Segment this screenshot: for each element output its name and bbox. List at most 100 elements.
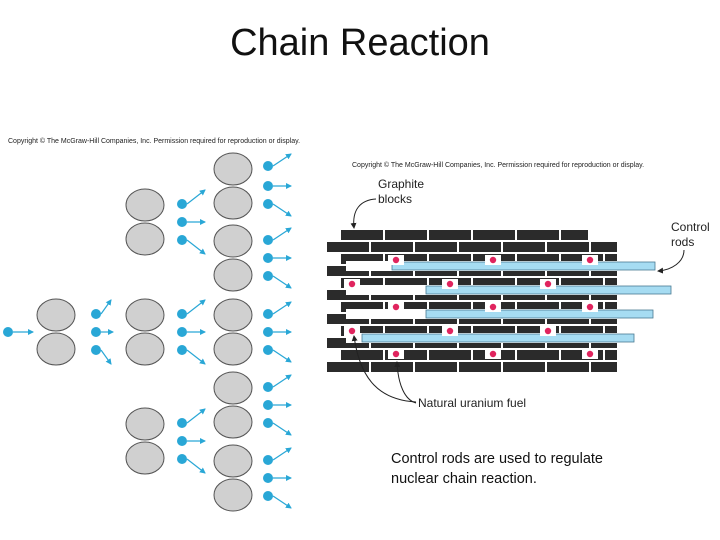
neutron-path-25 [272, 447, 292, 461]
neutron-16 [263, 235, 273, 245]
uranium-fuel-12 [392, 350, 400, 358]
neutron-7 [177, 309, 187, 319]
label-fuel: Natural uranium fuel [418, 396, 526, 410]
slide-caption: Control rods are used to regulate nuclea… [391, 449, 691, 489]
label-graphite-line2: blocks [378, 192, 412, 206]
left-figure-copyright: Copyright © The McGraw-Hill Companies, I… [8, 138, 301, 145]
graphite-block-3 [473, 230, 515, 240]
nucleus-top-half-5 [213, 224, 253, 258]
neutron-path-24 [272, 422, 292, 436]
neutron-3 [91, 345, 101, 355]
graphite-block-76 [327, 362, 369, 372]
neutron-15 [263, 199, 273, 209]
neutron-path-7 [186, 299, 206, 315]
uranium-fuel-5 [544, 280, 552, 288]
neutron-6 [177, 235, 187, 245]
nucleus-bottom-half-1 [125, 222, 165, 256]
neutron-12 [177, 454, 187, 464]
neutron-8 [177, 327, 187, 337]
neutron-26 [263, 473, 273, 483]
graphite-block-13 [341, 254, 383, 264]
graphite-block-14 [385, 254, 427, 264]
graphite-block-80 [503, 362, 545, 372]
neutron-path-4 [186, 189, 206, 205]
graphite-block-58 [473, 326, 515, 336]
nucleus-top-half-7 [213, 371, 253, 405]
nucleus-bottom-half-6 [213, 332, 253, 366]
neutron-path-1 [100, 299, 112, 315]
neutron-18 [263, 271, 273, 281]
graphite-block-41 [341, 302, 383, 312]
uranium-fuel-7 [489, 303, 497, 311]
neutron-19 [263, 309, 273, 319]
control-rod-3 [361, 333, 635, 343]
nucleus-bottom-half-7 [213, 405, 253, 439]
graphite-block-12 [591, 242, 617, 252]
graphite-block-59 [517, 326, 559, 336]
nucleus-top-half-8 [213, 444, 253, 478]
graphite-block-7 [371, 242, 413, 252]
nucleus-top-half-3 [125, 407, 165, 441]
graphite-block-69 [341, 350, 383, 360]
fuel-pointer-arrow-1 [351, 335, 417, 403]
neutron-14 [263, 181, 273, 191]
reactor-core-diagram [327, 230, 672, 372]
neutron-25 [263, 455, 273, 465]
graphite-block-60 [561, 326, 603, 336]
nucleus-bottom-half-5 [213, 258, 253, 292]
neutron-1 [91, 309, 101, 319]
graphite-block-27 [341, 278, 383, 288]
graphite-block-9 [459, 242, 501, 252]
caption-line-1: Control rods are used to regulate [391, 451, 603, 467]
nucleus-bottom-half-8 [213, 478, 253, 512]
label-control-line1: Control [671, 220, 710, 234]
nucleus-bottom-half-2 [125, 332, 165, 366]
nucleus-bottom-half-0 [36, 332, 76, 366]
graphite-block-70 [385, 350, 427, 360]
graphite-block-78 [415, 362, 457, 372]
graphite-block-6 [327, 242, 369, 252]
nucleus-top-half-0 [36, 298, 76, 332]
graphite-block-77 [371, 362, 413, 372]
uranium-fuel-10 [446, 327, 454, 335]
graphite-block-10 [503, 242, 545, 252]
nucleus-top-half-4 [213, 152, 253, 186]
graphite-block-43 [429, 302, 471, 312]
nucleus-top-half-6 [213, 298, 253, 332]
graphite-block-1 [385, 230, 427, 240]
graphite-block-33 [605, 278, 617, 288]
nucleus-top-half-2 [125, 298, 165, 332]
nucleus-top-half-1 [125, 188, 165, 222]
neutron-path-22 [272, 374, 292, 388]
neutron-20 [263, 327, 273, 337]
graphite-block-55 [341, 326, 383, 336]
uranium-fuel-0 [392, 256, 400, 264]
graphite-block-32 [561, 278, 603, 288]
neutron-path-19 [272, 301, 292, 315]
graphite-block-82 [591, 362, 617, 372]
chain-reaction-diagram [3, 152, 292, 512]
neutron-27 [263, 491, 273, 501]
neutron-path-6 [186, 239, 206, 255]
uranium-fuel-2 [586, 256, 594, 264]
uranium-fuel-1 [489, 256, 497, 264]
graphite-block-0 [341, 230, 383, 240]
right-figure-copyright: Copyright © The McGraw-Hill Companies, I… [352, 162, 645, 169]
graphite-block-19 [605, 254, 617, 264]
uranium-fuel-9 [348, 327, 356, 335]
neutron-21 [263, 345, 273, 355]
neutron-path-12 [186, 458, 206, 474]
caption-line-2: nuclear chain reaction. [391, 471, 537, 487]
graphite-block-61 [605, 326, 617, 336]
graphite-block-73 [517, 350, 559, 360]
slide-title: Chain Reaction [230, 22, 490, 64]
neutron-path-3 [100, 349, 112, 365]
fuel-pointer-arrow-2 [394, 361, 417, 404]
uranium-fuel-3 [348, 280, 356, 288]
nucleus-bottom-half-3 [125, 441, 165, 475]
graphite-block-2 [429, 230, 471, 240]
neutron-2 [91, 327, 101, 337]
neutron-24 [263, 418, 273, 428]
label-graphite-line1: Graphite [378, 177, 424, 191]
neutron-13 [263, 161, 273, 171]
